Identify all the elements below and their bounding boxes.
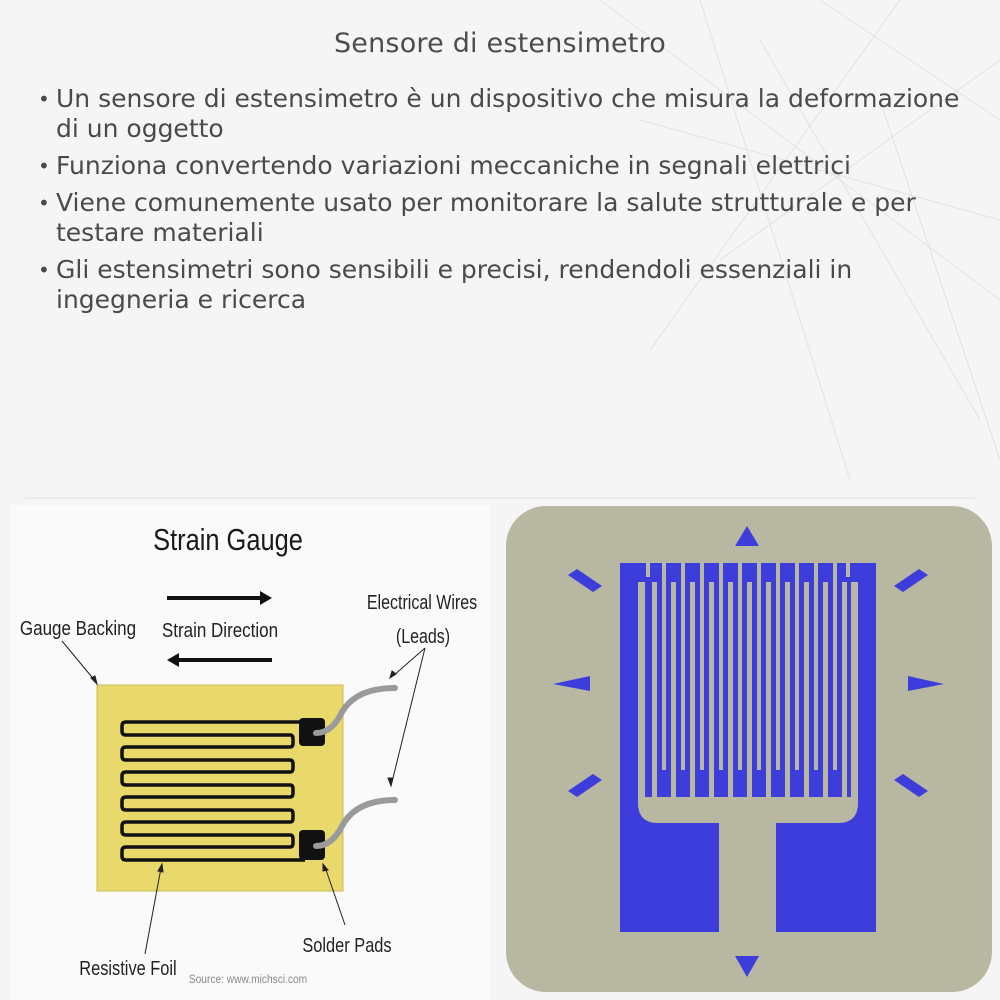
bullet-icon: • — [38, 87, 50, 111]
bullet-item: •Gli estensimetri sono sensibili e preci… — [38, 255, 853, 314]
tick-lower-right-icon — [894, 774, 928, 797]
strain-direction-markers — [553, 526, 944, 977]
tick-upper-left-icon — [568, 569, 602, 592]
strain-gauge-diagram: Strain Gauge Strain Direction Gauge Back… — [10, 505, 490, 1000]
arrow-left-icon — [553, 676, 590, 691]
bullet-item: •Un sensore di estensimetro è un disposi… — [38, 84, 960, 143]
bullet-icon: • — [38, 191, 50, 215]
slide-title: Sensore di estensimetro — [333, 28, 667, 59]
bullet-list: •Un sensore di estensimetro è un disposi… — [34, 84, 974, 322]
bullet-item: •Viene comunemente usato per monitorare … — [38, 188, 916, 247]
electrical-wires — [313, 685, 398, 849]
arrow-down-icon — [735, 956, 759, 977]
label-electrical-wires: Electrical Wires — [367, 591, 477, 613]
bullet-icon: • — [38, 154, 50, 178]
divider — [25, 497, 975, 499]
solder-pad-top — [299, 718, 325, 746]
bullet-icon: • — [38, 258, 50, 282]
bullet-item: •Funziona convertendo variazioni meccani… — [38, 151, 851, 180]
strain-gauge-icon — [506, 506, 992, 992]
label-leads: (Leads) — [396, 625, 450, 647]
label-pointers — [61, 640, 426, 955]
serpentine-slots — [652, 563, 847, 797]
tick-upper-right-icon — [894, 569, 928, 592]
arrow-right-icon — [908, 676, 944, 691]
solder-pad-bottom — [299, 830, 325, 860]
label-solder-pads: Solder Pads — [302, 933, 391, 956]
resistive-foil — [120, 720, 305, 862]
label-strain-direction: Strain Direction — [162, 619, 278, 642]
image-source: Source: www.michsci.com — [189, 973, 307, 986]
foil-gaps — [638, 563, 858, 932]
diagram-title: Strain Gauge — [153, 523, 303, 558]
label-resistive-foil: Resistive Foil — [79, 956, 176, 979]
strain-direction-arrows — [167, 591, 272, 667]
tick-lower-left-icon — [568, 774, 602, 797]
label-gauge-backing: Gauge Backing — [20, 617, 136, 640]
arrow-up-icon — [735, 526, 759, 546]
